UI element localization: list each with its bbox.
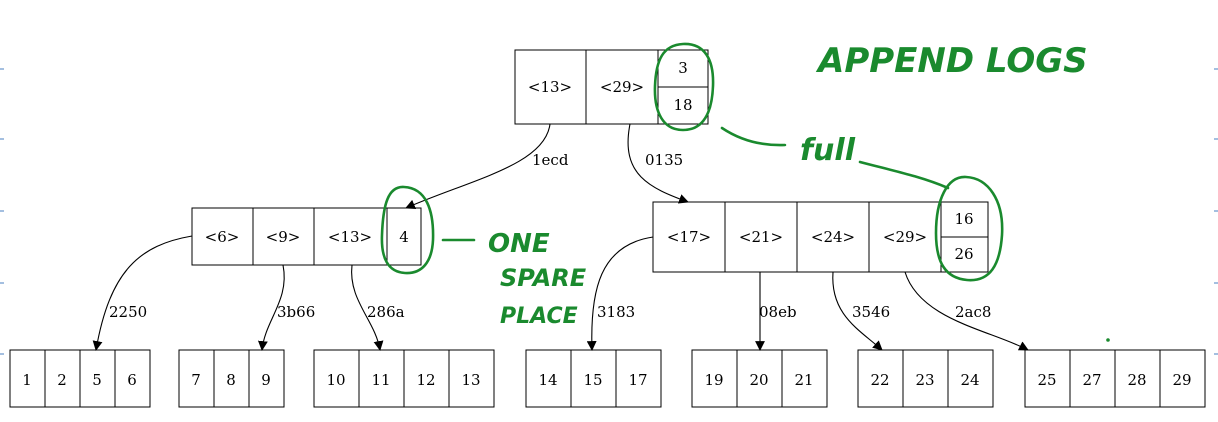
leaf-value: 11 <box>371 371 390 389</box>
edge-to-leaf <box>832 271 883 351</box>
margin-ticks <box>0 68 1218 355</box>
leaf-value: 8 <box>226 371 236 389</box>
leaf-node: 22 23 24 <box>857 349 994 408</box>
edge-to-leaf <box>351 264 384 351</box>
leaf-value: 14 <box>538 371 557 389</box>
edge-root-right <box>627 123 689 204</box>
root-key-cell <box>585 49 659 125</box>
leaf-node: 10 11 12 13 <box>313 349 495 408</box>
root-key-label: <13> <box>528 78 572 96</box>
edge-label: 1ecd <box>532 151 569 169</box>
leaf-value: 17 <box>628 371 647 389</box>
internal-log-cell <box>386 207 422 266</box>
leaf-node: 19 20 21 <box>691 349 828 408</box>
leaf-value: 22 <box>870 371 889 389</box>
internal-node-left: <6> <9> <13> 4 <box>191 207 422 266</box>
internal-log-label: 16 <box>954 210 973 228</box>
edge-label: 0135 <box>645 151 683 169</box>
circle-left-log <box>380 185 435 275</box>
root-log-cell <box>657 86 709 125</box>
root-log-label: 3 <box>678 59 688 77</box>
leaf-value: 9 <box>261 371 271 389</box>
leaf-node: 25 27 28 29 <box>1024 349 1206 408</box>
leaf-value: 12 <box>416 371 435 389</box>
leaf-value: 6 <box>127 371 137 389</box>
root-key-label: <29> <box>600 78 644 96</box>
edge-to-leaf <box>586 236 654 351</box>
leaf-value: 28 <box>1127 371 1146 389</box>
internal-key-label: <13> <box>328 228 372 246</box>
leaf-value: 24 <box>960 371 979 389</box>
edge-label: 2250 <box>109 303 147 321</box>
append-logs-annotation: APPEND LOGS <box>815 41 1088 81</box>
internal-key-cell <box>252 207 315 266</box>
leaf-value: 19 <box>704 371 723 389</box>
leaf-value: 29 <box>1172 371 1191 389</box>
ink-dot <box>1106 338 1110 342</box>
leaf-node: 7 8 9 <box>178 349 285 408</box>
internal-key-cell <box>652 201 726 273</box>
internal-key-label: <9> <box>266 228 301 246</box>
leaf-value: 7 <box>191 371 201 389</box>
internal-log-label: 4 <box>399 228 409 246</box>
internal-key-label: <24> <box>811 228 855 246</box>
leaf-node: 14 15 17 <box>525 349 662 408</box>
internal-key-label: <29> <box>883 228 927 246</box>
edge-to-leaf <box>257 264 285 351</box>
edge-label: 2ac8 <box>955 303 991 321</box>
handwritten-annotations: APPEND LOGS full ONE SPARE PLACE <box>380 41 1110 342</box>
root-node: <13> <29> 3 18 <box>514 49 709 125</box>
circle-root-log <box>653 42 715 132</box>
tree-edges: 1ecd 0135 2250 3b66 286a 3183 08eb 3546 … <box>92 123 1029 351</box>
internal-node-right: <17> <21> <24> <29> 16 26 <box>652 201 989 273</box>
edge-label: 3183 <box>597 303 635 321</box>
full-connector-line <box>720 126 787 147</box>
leaf-value: 21 <box>794 371 813 389</box>
leaf-value: 20 <box>749 371 768 389</box>
one-annotation: ONE <box>488 229 550 259</box>
edge-label: 3b66 <box>277 303 315 321</box>
circle-right-log <box>934 175 1004 282</box>
internal-log-cell <box>940 236 989 273</box>
leaf-value: 1 <box>22 371 32 389</box>
leaf-value: 15 <box>583 371 602 389</box>
leaf-value: 27 <box>1082 371 1101 389</box>
edge-label: 286a <box>367 303 405 321</box>
full-annotation: full <box>800 133 856 168</box>
place-annotation: PLACE <box>500 304 578 329</box>
leaf-value: 13 <box>461 371 480 389</box>
edge-label: 3546 <box>852 303 890 321</box>
edge-root-left <box>405 123 551 209</box>
internal-key-label: <21> <box>739 228 783 246</box>
leaf-value: 10 <box>326 371 345 389</box>
internal-key-cell <box>313 207 388 266</box>
internal-key-label: <17> <box>667 228 711 246</box>
internal-key-cell <box>868 201 942 273</box>
leaf-value: 2 <box>57 371 67 389</box>
root-log-label: 18 <box>673 96 692 114</box>
leaf-value: 23 <box>915 371 934 389</box>
full-connector-line <box>858 160 950 190</box>
edge-to-leaf <box>904 271 1029 351</box>
edge-to-leaf <box>92 235 193 351</box>
leaf-value: 25 <box>1037 371 1056 389</box>
internal-log-label: 26 <box>954 245 973 263</box>
internal-key-label: <6> <box>205 228 240 246</box>
edge-label: 08eb <box>759 303 797 321</box>
leaf-node: 1 2 5 6 <box>9 349 151 408</box>
internal-key-cell <box>724 201 798 273</box>
internal-log-cell <box>940 201 989 238</box>
leaf-value: 5 <box>92 371 102 389</box>
spare-annotation: SPARE <box>500 264 587 292</box>
